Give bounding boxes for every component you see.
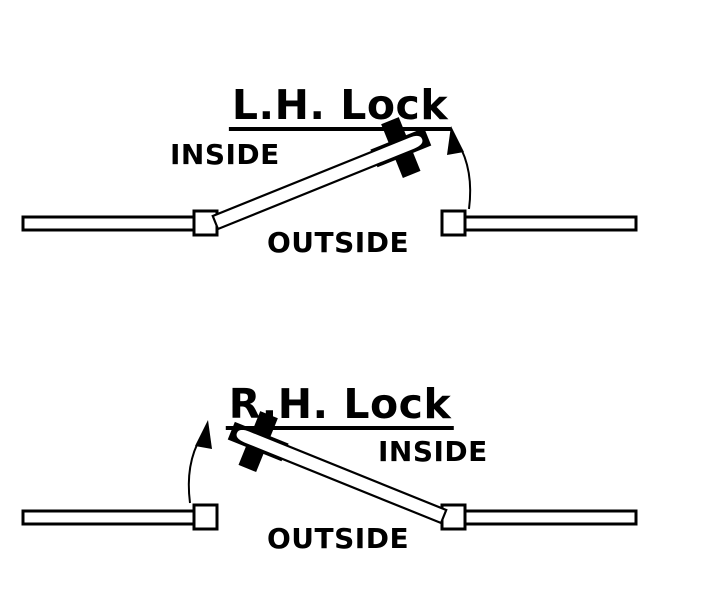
inside-label: INSIDE <box>170 138 280 171</box>
rh-lock-diagram: R.H. Lock INSIDE OUTSIDE <box>0 299 725 598</box>
door-leaf-group <box>227 411 448 525</box>
swing-arrow <box>457 142 472 210</box>
lh-lock-diagram: L.H. Lock INSIDE OUTSIDE <box>21 83 638 259</box>
diagram-title: L.H. Lock <box>228 83 452 132</box>
wall-left <box>21 215 196 232</box>
strike-jamb <box>440 209 467 237</box>
swing-arrowhead-icon <box>195 420 212 449</box>
inside-label: INSIDE <box>378 435 488 468</box>
rh-lock-art <box>21 411 638 531</box>
strike-jamb <box>192 503 219 531</box>
door-plan-group <box>21 117 638 237</box>
swing-arrowhead-icon <box>447 126 464 155</box>
lh-lock-art <box>21 117 638 237</box>
outside-label: OUTSIDE <box>267 226 410 259</box>
wall-right <box>463 215 638 232</box>
diagram-title: R.H. Lock <box>225 382 455 431</box>
outside-label: OUTSIDE <box>267 522 410 555</box>
swing-arrow <box>187 436 202 504</box>
wall-left <box>21 509 196 526</box>
door-plan-group <box>21 411 638 531</box>
wall-right <box>463 509 638 526</box>
door-leaf <box>211 133 425 231</box>
door-leaf-group <box>211 117 432 231</box>
